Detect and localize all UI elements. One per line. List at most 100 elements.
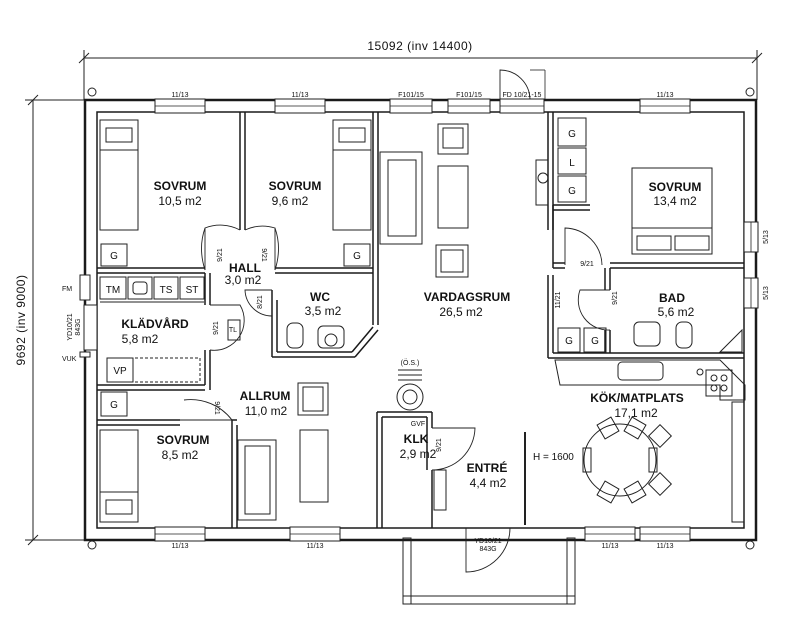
dimension-height: 9692 (inv 9000) xyxy=(14,94,85,546)
room-wc-name: WC xyxy=(310,290,330,304)
door-label: 9/21 xyxy=(217,248,224,262)
room-entre-area: 4,4 m2 xyxy=(470,476,507,490)
wardrobe-label: G xyxy=(568,186,576,197)
entrance-door-label: 843G xyxy=(479,546,496,553)
vuk-label: VUK xyxy=(62,356,77,363)
room-kok-area: 17,1 m2 xyxy=(614,406,658,420)
gvf-label: GVF xyxy=(411,421,425,428)
entrance-door-label: YD10/21 xyxy=(474,538,501,545)
armchair xyxy=(435,123,469,278)
vp-label: VP xyxy=(113,366,127,377)
wc-fixtures xyxy=(286,322,345,349)
room-sovrum-4-name: SOVRUM xyxy=(157,433,210,447)
fm-label: FM xyxy=(62,286,72,293)
bed xyxy=(99,429,139,523)
side-door-label: 843G xyxy=(75,318,82,335)
door-label: 9/21 xyxy=(612,291,619,305)
wardrobe-label: G xyxy=(110,251,118,262)
height-dimension-label: 9692 (inv 9000) xyxy=(14,275,28,366)
coat-rack xyxy=(433,469,447,511)
room-kladvard-name: KLÄDVÅRD xyxy=(121,316,189,331)
os-label: (Ö.S.) xyxy=(401,359,420,367)
window-label: 11/13 xyxy=(657,543,674,550)
room-allrum-area: 11,0 m2 xyxy=(245,404,288,418)
entrance-porch xyxy=(402,537,576,605)
window-label: F101/15 xyxy=(456,92,482,99)
room-sovrum-1-area: 10,5 m2 xyxy=(158,194,202,208)
room-wc-area: 3,5 m2 xyxy=(305,304,342,318)
tm-label: TM xyxy=(106,285,120,296)
room-vardagsrum-area: 26,5 m2 xyxy=(439,305,483,319)
bath-fixtures xyxy=(633,321,743,353)
linen-label: L xyxy=(569,158,575,169)
room-hall-name: HALL xyxy=(229,261,261,275)
patio-door-swing xyxy=(499,69,531,100)
room-sovrum-4-area: 8,5 m2 xyxy=(162,448,199,462)
laundry-units xyxy=(99,276,205,383)
room-klk-area: 2,9 m2 xyxy=(400,447,437,461)
bed xyxy=(99,119,139,231)
room-vardagsrum-name: VARDAGSRUM xyxy=(424,290,510,304)
room-sovrum-2-name: SOVRUM xyxy=(269,179,322,193)
entrance-door-swing xyxy=(465,527,511,573)
room-hall-area: 3,0 m2 xyxy=(225,273,262,287)
st-label: ST xyxy=(186,285,199,296)
interior-walls xyxy=(97,112,744,528)
bed xyxy=(332,119,372,231)
width-dimension-label: 15092 (inv 14400) xyxy=(367,39,472,53)
sofa xyxy=(379,151,423,245)
window-label: 11/13 xyxy=(307,543,324,550)
coffee-table xyxy=(437,165,469,229)
door-label: 9/21 xyxy=(213,321,220,335)
room-kladvard-area: 5,8 m2 xyxy=(122,332,159,346)
double-bed xyxy=(631,167,713,255)
windows-bottom xyxy=(154,526,691,542)
allrum-furniture xyxy=(237,382,329,521)
room-bad-area: 5,6 m2 xyxy=(658,305,695,319)
room-allrum-name: ALLRUM xyxy=(240,389,291,403)
windows-top xyxy=(154,98,691,114)
room-klk-name: KLK xyxy=(404,432,429,446)
wardrobe-label: G xyxy=(568,129,576,140)
door-label: 9/21 xyxy=(436,438,443,452)
wardrobe-label: G xyxy=(110,400,118,411)
ts-label: TS xyxy=(160,285,173,296)
room-sovrum-3-area: 13,4 m2 xyxy=(653,194,697,208)
window-label: FD 10/21-15 xyxy=(503,92,542,99)
door-label: 11/21 xyxy=(555,291,562,308)
window-label: 5/13 xyxy=(763,286,770,300)
side-door-label: YD10/21 xyxy=(67,313,74,340)
door-label: 9/21 xyxy=(213,401,220,415)
windows-right xyxy=(743,221,759,309)
door-label: 9/21 xyxy=(260,248,267,262)
dimension-width: 15092 (inv 14400) xyxy=(78,39,763,100)
window-label: F101/15 xyxy=(398,92,424,99)
fm-cabinet xyxy=(79,274,91,301)
window-label: 11/13 xyxy=(172,543,189,550)
tl-label: TL xyxy=(229,327,237,334)
window-label: 11/13 xyxy=(292,92,309,99)
height-label: H = 1600 xyxy=(533,452,574,463)
dining-table xyxy=(582,416,673,504)
interior-doors xyxy=(180,224,611,471)
window-label: 11/13 xyxy=(657,92,674,99)
room-entre-name: ENTRÉ xyxy=(467,460,508,475)
room-kok-name: KÖK/MATPLATS xyxy=(590,390,684,405)
door-label: 9/21 xyxy=(580,261,594,268)
side-door xyxy=(83,304,98,351)
wardrobe-label: G xyxy=(591,336,599,347)
room-sovrum-1-name: SOVRUM xyxy=(154,179,207,193)
room-bad-name: BAD xyxy=(659,291,685,305)
room-sovrum-2-area: 9,6 m2 xyxy=(272,194,309,208)
fireplace xyxy=(396,369,424,411)
wardrobe-label: G xyxy=(353,251,361,262)
radiator xyxy=(535,159,549,206)
window-label: 11/13 xyxy=(602,543,619,550)
window-label: 11/13 xyxy=(172,92,189,99)
window-label: 5/13 xyxy=(763,230,770,244)
wardrobe-label: G xyxy=(565,336,573,347)
door-label: 8/21 xyxy=(257,295,264,309)
kitchen-counter xyxy=(554,359,746,523)
room-sovrum-3-name: SOVRUM xyxy=(649,180,702,194)
